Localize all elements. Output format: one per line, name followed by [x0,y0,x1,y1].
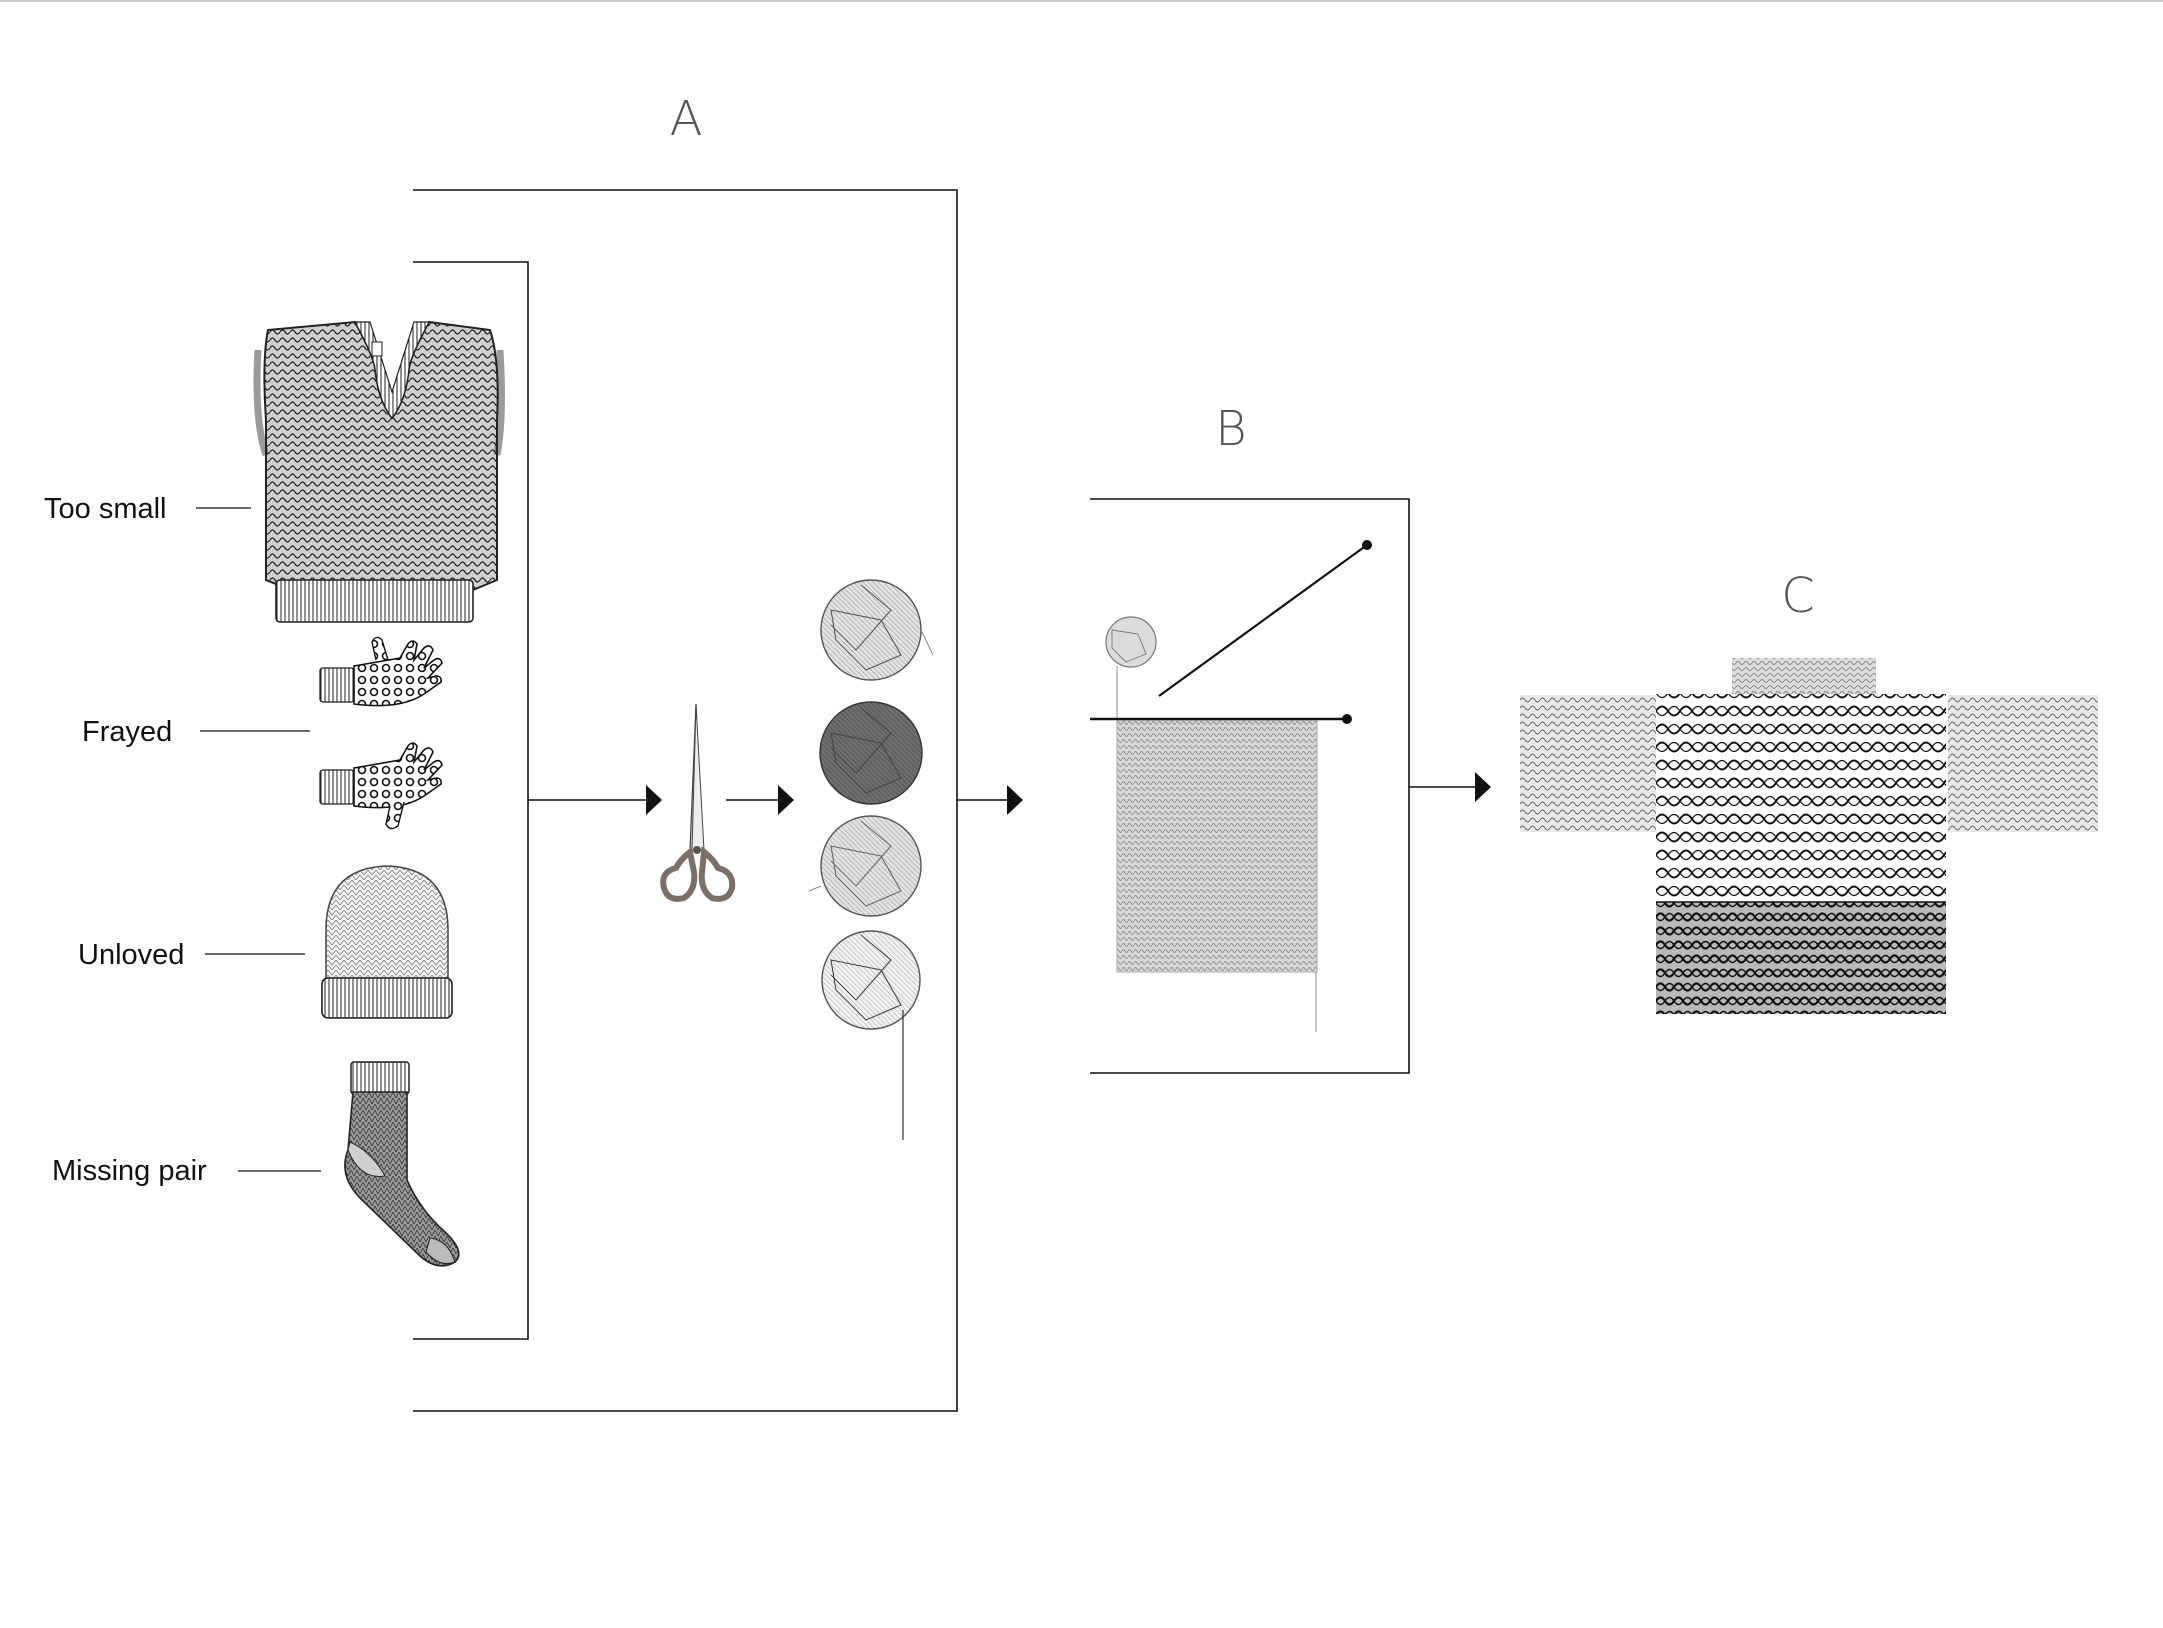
scissors-icon [660,703,736,902]
knit-vest-icon [253,320,505,623]
label-unloved: Unloved [78,939,184,971]
label-too-small: Too small [44,493,167,525]
knit-gloves-icon [319,636,443,830]
stage-b-label: B [1215,401,1246,457]
stage-b-bracket [1090,498,1410,1074]
sweater-icon [1520,658,2098,1014]
yarn-ball-icon [808,579,934,1140]
knit-sock-icon [344,1061,460,1267]
arrow-a-to-b [957,785,1023,815]
stage-a-label: A [670,91,703,147]
label-frayed: Frayed [82,716,172,748]
stage-c-label: C [1781,568,1815,624]
knitting-needles-icon [1090,540,1372,1032]
arrow-garments-to-scissors [528,785,662,815]
arrow-scissors-to-yarn [726,785,794,815]
knit-hat-icon [321,865,453,1019]
arrow-b-to-c [1409,772,1491,802]
label-missing-pair: Missing pair [52,1155,207,1187]
